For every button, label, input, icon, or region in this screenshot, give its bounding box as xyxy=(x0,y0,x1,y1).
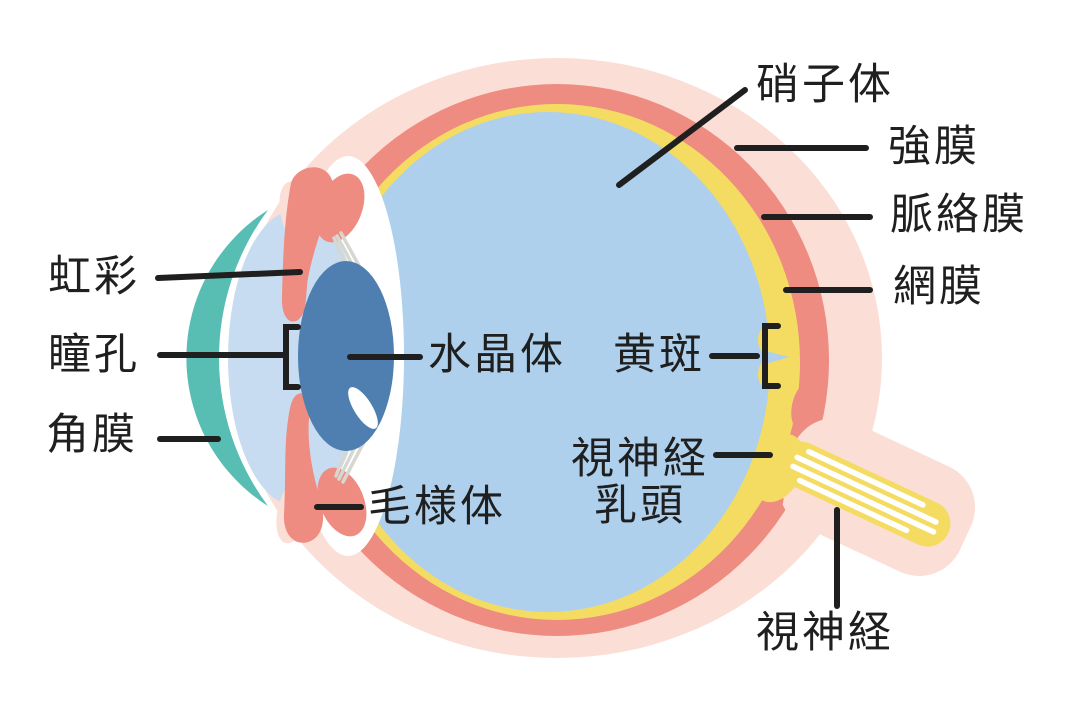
label-choroid: 脈絡膜 xyxy=(890,190,1028,240)
iris-bottom xyxy=(283,393,324,543)
pupil-bracket xyxy=(283,324,301,390)
nerve-fiber-stripe xyxy=(794,454,939,525)
iris-leader-line xyxy=(155,269,303,281)
ciliary-body-top xyxy=(315,173,365,243)
label-macula: 黄斑 xyxy=(613,330,705,380)
label-optic-disc: 視神経 乳頭 xyxy=(562,434,718,532)
optic-nerve-group xyxy=(777,441,951,547)
label-iris: 虹彩 xyxy=(48,252,140,302)
lens-highlight xyxy=(348,387,378,429)
label-optic-nerve: 視神経 xyxy=(756,608,894,658)
label-optic-disc-line2: 乳頭 xyxy=(594,481,686,532)
nerve-fiber-stripe xyxy=(805,448,926,508)
choroid-tip-top xyxy=(791,383,815,429)
label-sclera: 強膜 xyxy=(888,122,980,172)
cornea-shape xyxy=(186,210,268,506)
label-retina: 網膜 xyxy=(893,262,985,312)
nerve-fiber-stripe xyxy=(790,463,937,535)
label-ciliary-body: 毛様体 xyxy=(368,482,506,532)
macula-bracket xyxy=(762,323,781,389)
label-optic-disc-line1: 視神経 xyxy=(571,434,709,484)
label-cornea: 角膜 xyxy=(46,410,138,460)
ciliary-body-bottom xyxy=(317,467,367,537)
label-vitreous-body: 硝子体 xyxy=(756,60,894,110)
nerve-fiber-stripe xyxy=(796,477,910,534)
vitreous-leader-line xyxy=(616,87,748,188)
label-pupil: 瞳孔 xyxy=(48,330,140,380)
vitreous-body-shape xyxy=(326,112,770,612)
label-lens: 水晶体 xyxy=(428,330,566,380)
fovea-notch xyxy=(766,351,789,364)
